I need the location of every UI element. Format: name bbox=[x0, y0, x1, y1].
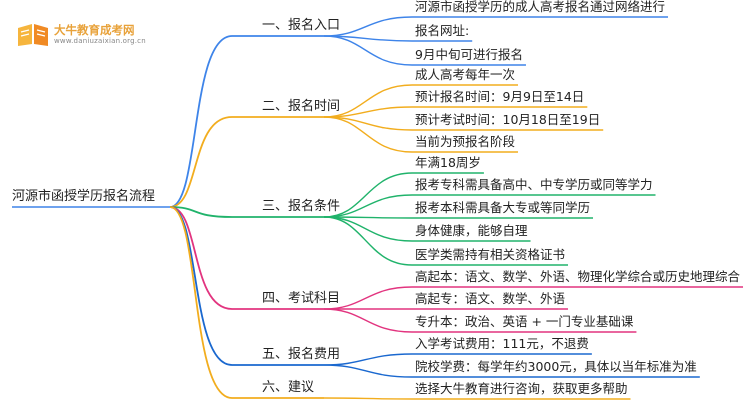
root-branch-connector bbox=[169, 206, 233, 399]
leaf-label: 当前为预报名阶段 bbox=[415, 134, 516, 149]
branch-label: 一、报名入口 bbox=[262, 18, 341, 33]
leaf-label: 预计考试时间：10月18日至19日 bbox=[415, 112, 601, 127]
leaf-label: 高起专：语文、数学、外语 bbox=[415, 291, 566, 306]
logo-url: www.daniuzaixian.org.cn bbox=[54, 37, 146, 45]
root-branch-connector bbox=[169, 206, 233, 310]
root-branch-connector bbox=[169, 116, 233, 208]
branch-leaf-connector bbox=[323, 172, 413, 218]
branch-label: 三、报名条件 bbox=[262, 199, 341, 214]
leaf-label: 年满18周岁 bbox=[415, 155, 481, 170]
logo-name: 大牛教育成考网 bbox=[54, 23, 135, 37]
leaf-label: 成人高考每年一次 bbox=[415, 67, 516, 82]
leaf-label: 院校学费：每学年约3000元，具体以当年标准为准 bbox=[415, 359, 697, 374]
branch-label: 四、考试科目 bbox=[262, 291, 341, 306]
branch-leaf-connector bbox=[323, 397, 413, 400]
branch-leaf-connector bbox=[323, 216, 413, 242]
branch-leaf-connector bbox=[323, 194, 413, 218]
leaf-label: 报名网址: bbox=[415, 23, 470, 38]
leaf-label: 身体健康，能够自理 bbox=[415, 223, 528, 238]
branch-label: 二、报名时间 bbox=[262, 99, 341, 114]
leaf-label: 报考专科需具备高中、中专学历或同等学力 bbox=[415, 177, 653, 192]
branch-leaf-connector bbox=[323, 216, 413, 266]
leaf-label: 预计报名时间：9月9日至14日 bbox=[415, 89, 585, 104]
branch-leaf-connector bbox=[323, 364, 413, 378]
leaf-label: 选择大牛教育进行咨询，获取更多帮助 bbox=[415, 381, 628, 396]
branch-label: 五、报名费用 bbox=[262, 347, 341, 362]
branch-leaf-connector bbox=[323, 286, 413, 310]
root-branch-connector bbox=[169, 206, 233, 218]
root-branch-connector bbox=[169, 35, 233, 208]
leaf-label: 高起本：语文、数学、外语、物理化学综合或历史地理综合 bbox=[415, 269, 741, 284]
branch-leaf-connector bbox=[323, 308, 413, 333]
leaf-label: 专升本：政治、英语 + 一门专业基础课 bbox=[415, 314, 634, 329]
branch-leaf-connector bbox=[323, 116, 413, 153]
branch-leaf-connector bbox=[323, 16, 413, 37]
leaf-label: 9月中旬可进行报名 bbox=[415, 47, 523, 62]
logo: 大牛教育成考网 www.daniuzaixian.org.cn bbox=[8, 20, 188, 50]
root-branch-connector bbox=[169, 206, 233, 366]
root-topic: 河源市函授学历报名流程 bbox=[12, 189, 156, 204]
branch-label: 六、建议 bbox=[262, 380, 315, 395]
leaf-label: 报考本科需具备大专或等同学历 bbox=[415, 200, 591, 215]
leaf-label: 医学类需持有相关资格证书 bbox=[415, 247, 566, 262]
book-logo-icon bbox=[18, 24, 48, 46]
branch-leaf-connector bbox=[323, 35, 413, 66]
leaf-label: 入学考试费用：111元，不退费 bbox=[415, 336, 589, 351]
leaf-label: 河源市函授学历的成人高考报名通过网络进行 bbox=[415, 0, 666, 14]
